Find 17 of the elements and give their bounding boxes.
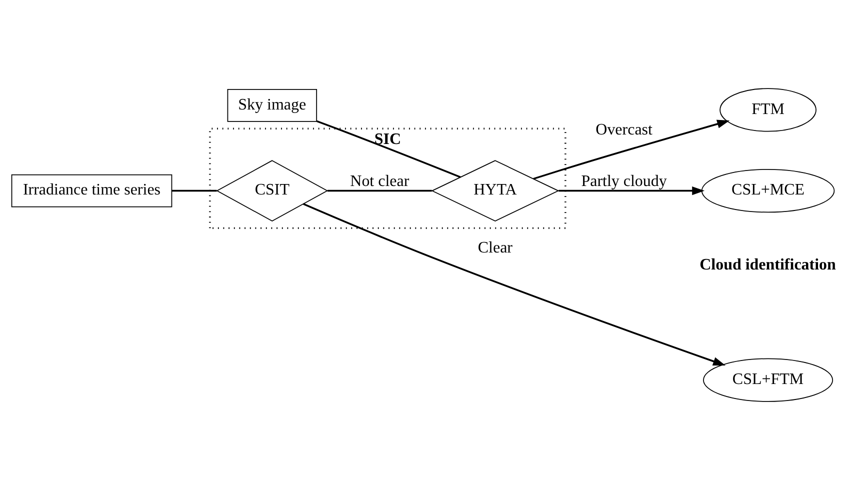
edge-label: Clear <box>478 239 513 256</box>
node-box: Sky image <box>227 89 318 122</box>
arrow <box>533 120 730 180</box>
node-ellipse: CSL+MCE <box>701 168 835 213</box>
node-box: Irradiance time series <box>11 174 172 208</box>
connector <box>316 120 461 178</box>
arrow <box>558 186 705 196</box>
edge-label: Overcast <box>596 121 652 138</box>
node-ellipse: FTM <box>720 88 816 132</box>
node-diamond: CSIT <box>216 160 328 222</box>
edge-label: Partly cloudy <box>581 172 667 190</box>
connector <box>172 190 217 192</box>
label: Cloud identification <box>700 256 836 274</box>
arrow <box>303 203 726 366</box>
edge-label: Not clear <box>350 172 410 190</box>
node-diamond: HYTA <box>431 160 560 222</box>
connector <box>327 190 432 192</box>
